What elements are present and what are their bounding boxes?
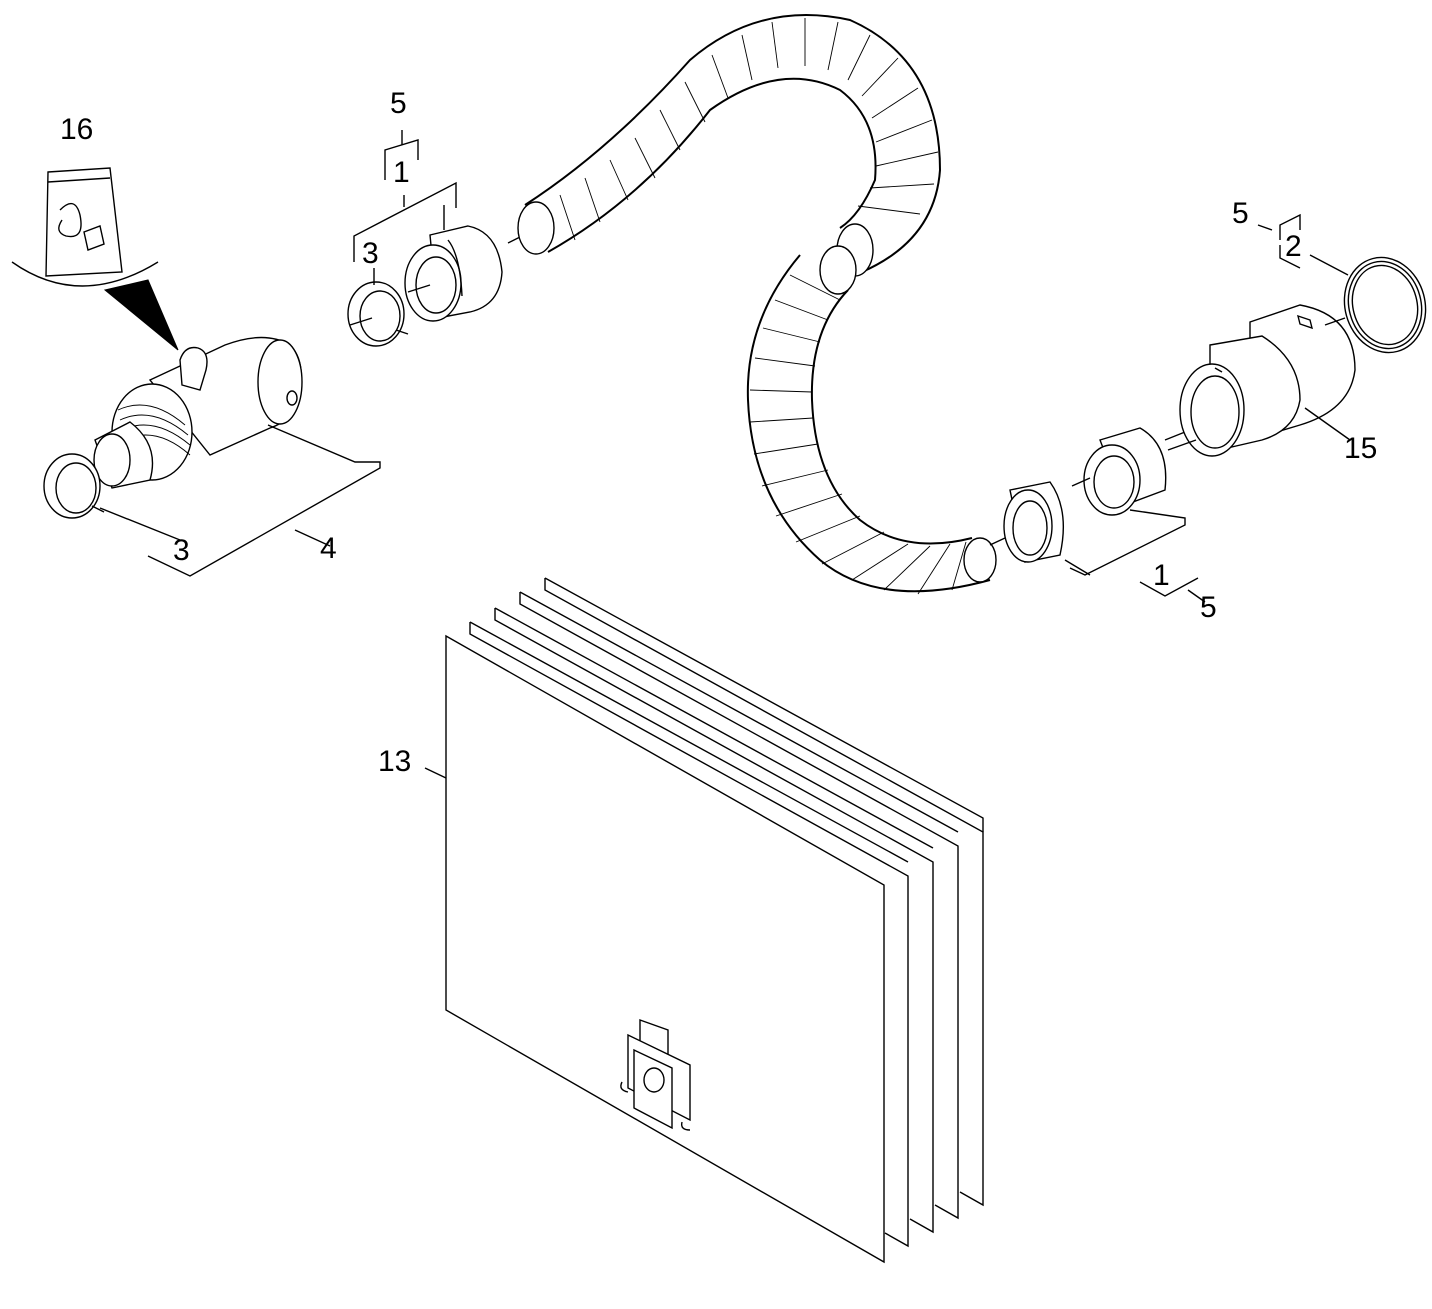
part-1-hose-cuff-right xyxy=(1083,427,1167,516)
label-3-top-left: 3 xyxy=(362,237,379,270)
leader-lines-left xyxy=(99,424,381,577)
part-3-clamp-ring-top xyxy=(347,281,409,347)
label-1-right: 1 xyxy=(1153,559,1170,592)
label-16: 16 xyxy=(60,113,93,146)
label-13: 13 xyxy=(378,745,411,778)
part-16-accessory-bag xyxy=(11,167,179,351)
label-2: 2 xyxy=(1285,230,1302,263)
part-2-seal-ring xyxy=(1257,213,1427,354)
suction-hose xyxy=(517,14,997,595)
part-3-clamp-ring-right xyxy=(1003,481,1065,563)
label-3-bottom-left: 3 xyxy=(173,534,190,567)
part-3-clamp-ring-left xyxy=(43,453,105,519)
label-4: 4 xyxy=(320,532,337,565)
label-15: 15 xyxy=(1344,432,1377,465)
part-1-hose-cuff-left xyxy=(404,225,503,322)
brackets-right xyxy=(989,431,1206,603)
label-5-right: 5 xyxy=(1200,591,1217,624)
part-4-handle-piece xyxy=(93,336,303,489)
part-labels: 16 5 1 3 3 4 5 2 15 1 5 13 xyxy=(60,87,1377,778)
label-5-top-right: 5 xyxy=(1232,197,1249,230)
label-5-top-left: 5 xyxy=(390,87,407,120)
label-1-top-left: 1 xyxy=(393,156,410,189)
part-15-adapter xyxy=(1167,304,1356,457)
part-13-filter-bags xyxy=(424,577,984,1264)
